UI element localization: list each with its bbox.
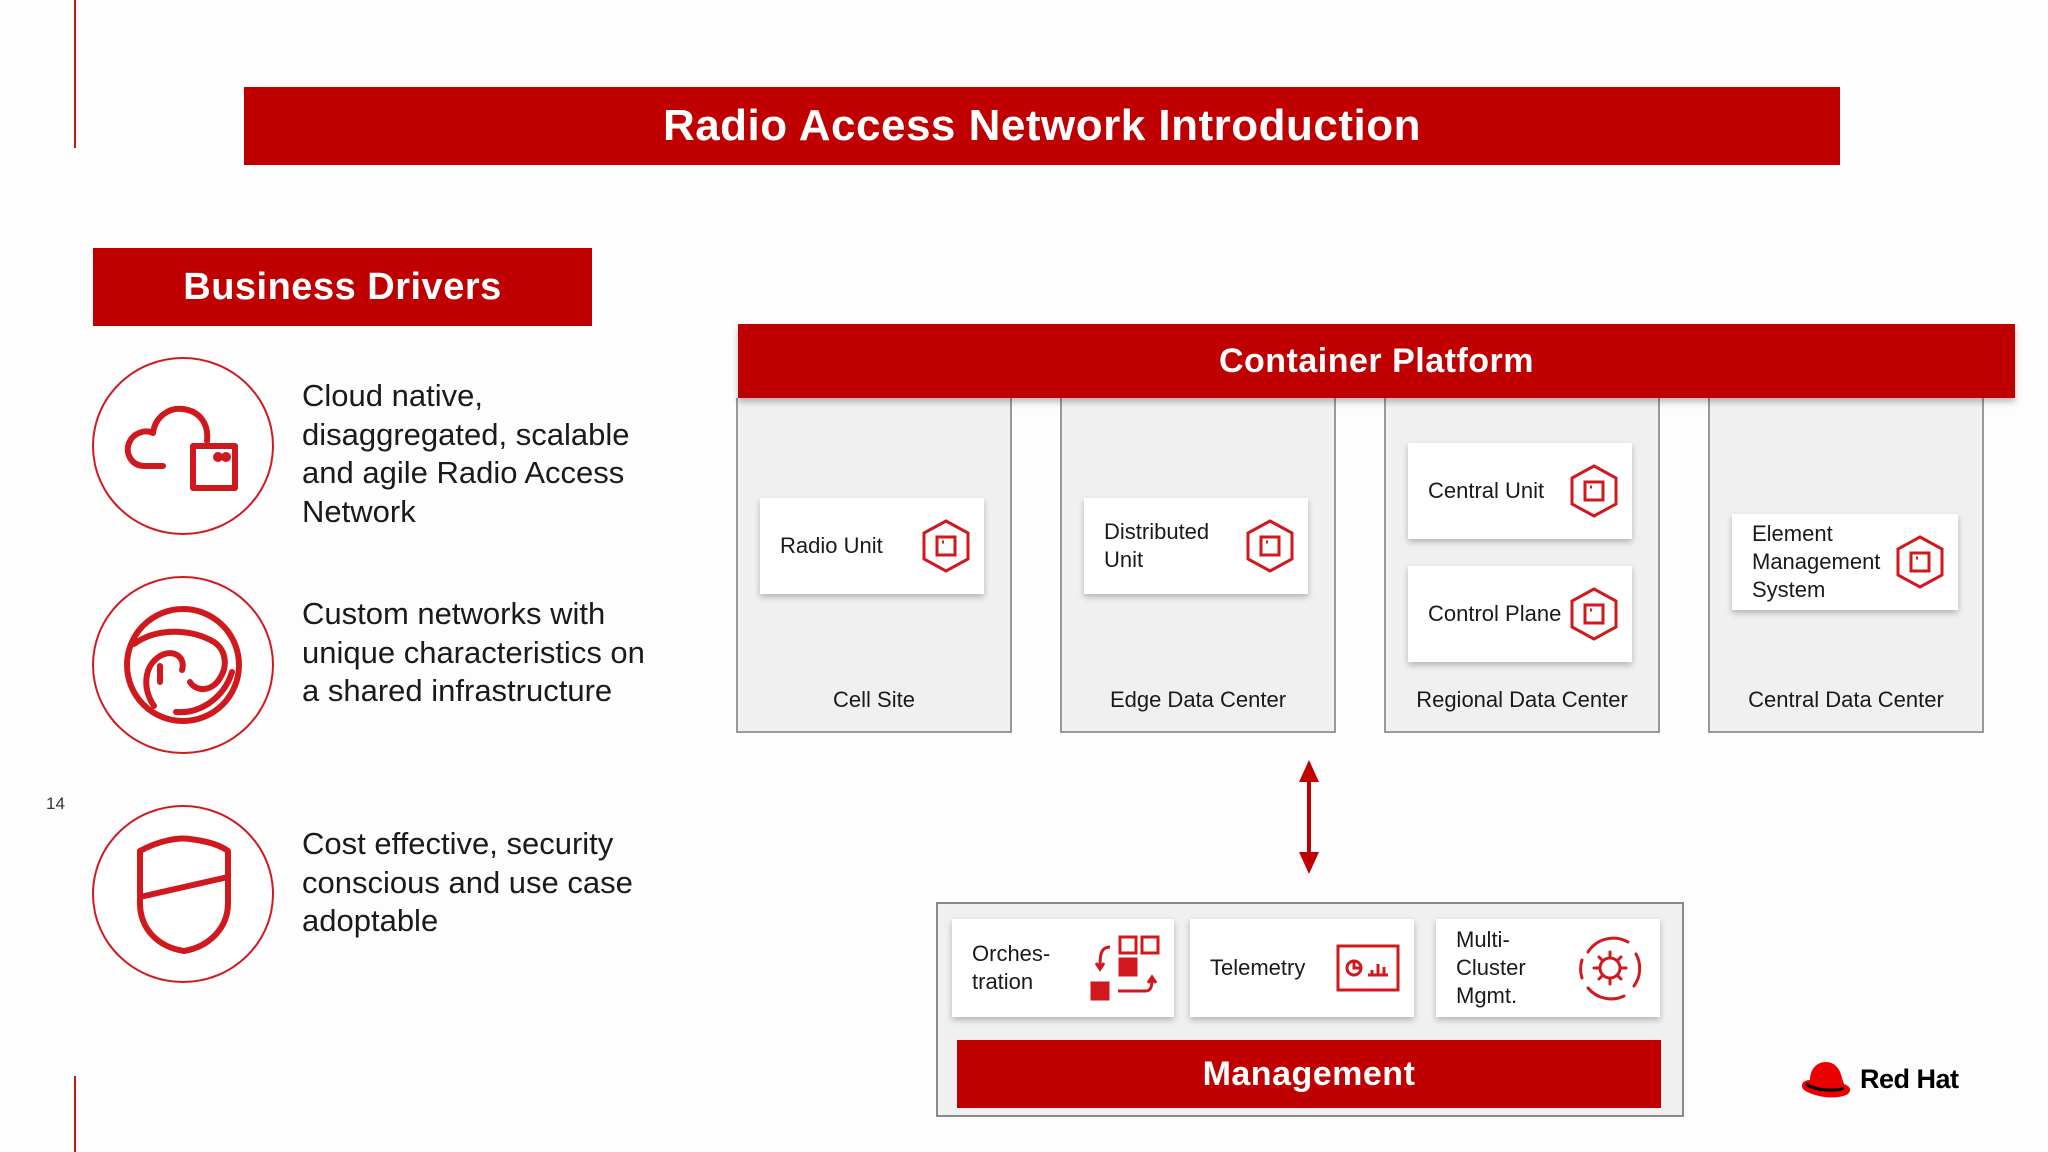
unit-label: Control Plane bbox=[1428, 601, 1562, 626]
site-label: Edge Data Center bbox=[1109, 687, 1287, 712]
management-heading: Management bbox=[957, 1040, 1661, 1108]
unit-card-radio-unit: Radio Unit bbox=[760, 498, 984, 594]
unit-card-central-unit: Central Unit bbox=[1408, 443, 1632, 539]
left-accent-line-top bbox=[74, 0, 76, 148]
security-shield-icon bbox=[92, 805, 274, 983]
left-accent-line-bottom bbox=[74, 1076, 76, 1152]
management-card-multi-cluster: Multi- Cluster Mgmt. bbox=[1436, 919, 1660, 1017]
container-hex-icon bbox=[1896, 535, 1944, 589]
site-label: Regional Data Center bbox=[1416, 687, 1628, 712]
business-driver-cost-effective: Cost effective, security conscious and u… bbox=[92, 805, 652, 983]
management-label: Orches- tration bbox=[972, 941, 1051, 994]
double-arrow-icon bbox=[1299, 760, 1319, 874]
container-hex-icon bbox=[922, 519, 970, 573]
unit-card-distributed-unit: Distributed Unit bbox=[1084, 498, 1308, 594]
orchestration-icon bbox=[1090, 935, 1160, 1001]
cloud-container-icon bbox=[92, 357, 274, 535]
management-label: Telemetry bbox=[1210, 955, 1306, 980]
unit-label: Element Management System bbox=[1752, 521, 1881, 602]
container-hex-icon bbox=[1570, 464, 1618, 518]
unit-card-element-management-system: Element Management System bbox=[1732, 514, 1958, 610]
container-hex-icon bbox=[1246, 519, 1294, 573]
network-globe-icon bbox=[92, 576, 274, 754]
slide-number: 14 bbox=[46, 794, 65, 813]
slide-title: Radio Access Network Introduction bbox=[244, 87, 1840, 165]
management-card-telemetry: Telemetry bbox=[1190, 919, 1414, 1017]
driver-text: Custom networks with unique characterist… bbox=[302, 596, 645, 708]
site-label: Central Data Center bbox=[1748, 687, 1944, 712]
unit-label: Central Unit bbox=[1428, 478, 1545, 503]
driver-text: Cost effective, security conscious and u… bbox=[302, 826, 633, 938]
site-label: Cell Site bbox=[833, 687, 915, 712]
container-hex-icon bbox=[1570, 587, 1618, 641]
unit-card-control-plane: Control Plane bbox=[1408, 566, 1632, 662]
management-label: Multi- Cluster Mgmt. bbox=[1456, 927, 1526, 1008]
logo-text: Red Hat bbox=[1860, 1063, 1959, 1094]
management-card-orchestration: Orches- tration bbox=[952, 919, 1174, 1017]
business-drivers-heading: Business Drivers bbox=[93, 248, 592, 326]
red-hat-logo: Red Hat bbox=[1798, 1058, 1959, 1100]
business-driver-custom-networks: Custom networks with unique characterist… bbox=[92, 576, 652, 754]
container-platform-heading: Container Platform bbox=[738, 324, 2015, 398]
driver-text: Cloud native, disaggregated, scalable an… bbox=[302, 378, 630, 529]
unit-label: Radio Unit bbox=[780, 533, 883, 558]
telemetry-dashboard-icon bbox=[1336, 944, 1400, 992]
red-hat-logo-icon bbox=[1802, 1062, 1851, 1098]
unit-label: Distributed Unit bbox=[1104, 519, 1210, 572]
multi-cluster-gear-icon bbox=[1579, 936, 1642, 1001]
business-driver-cloud-native: Cloud native, disaggregated, scalable an… bbox=[92, 357, 652, 535]
